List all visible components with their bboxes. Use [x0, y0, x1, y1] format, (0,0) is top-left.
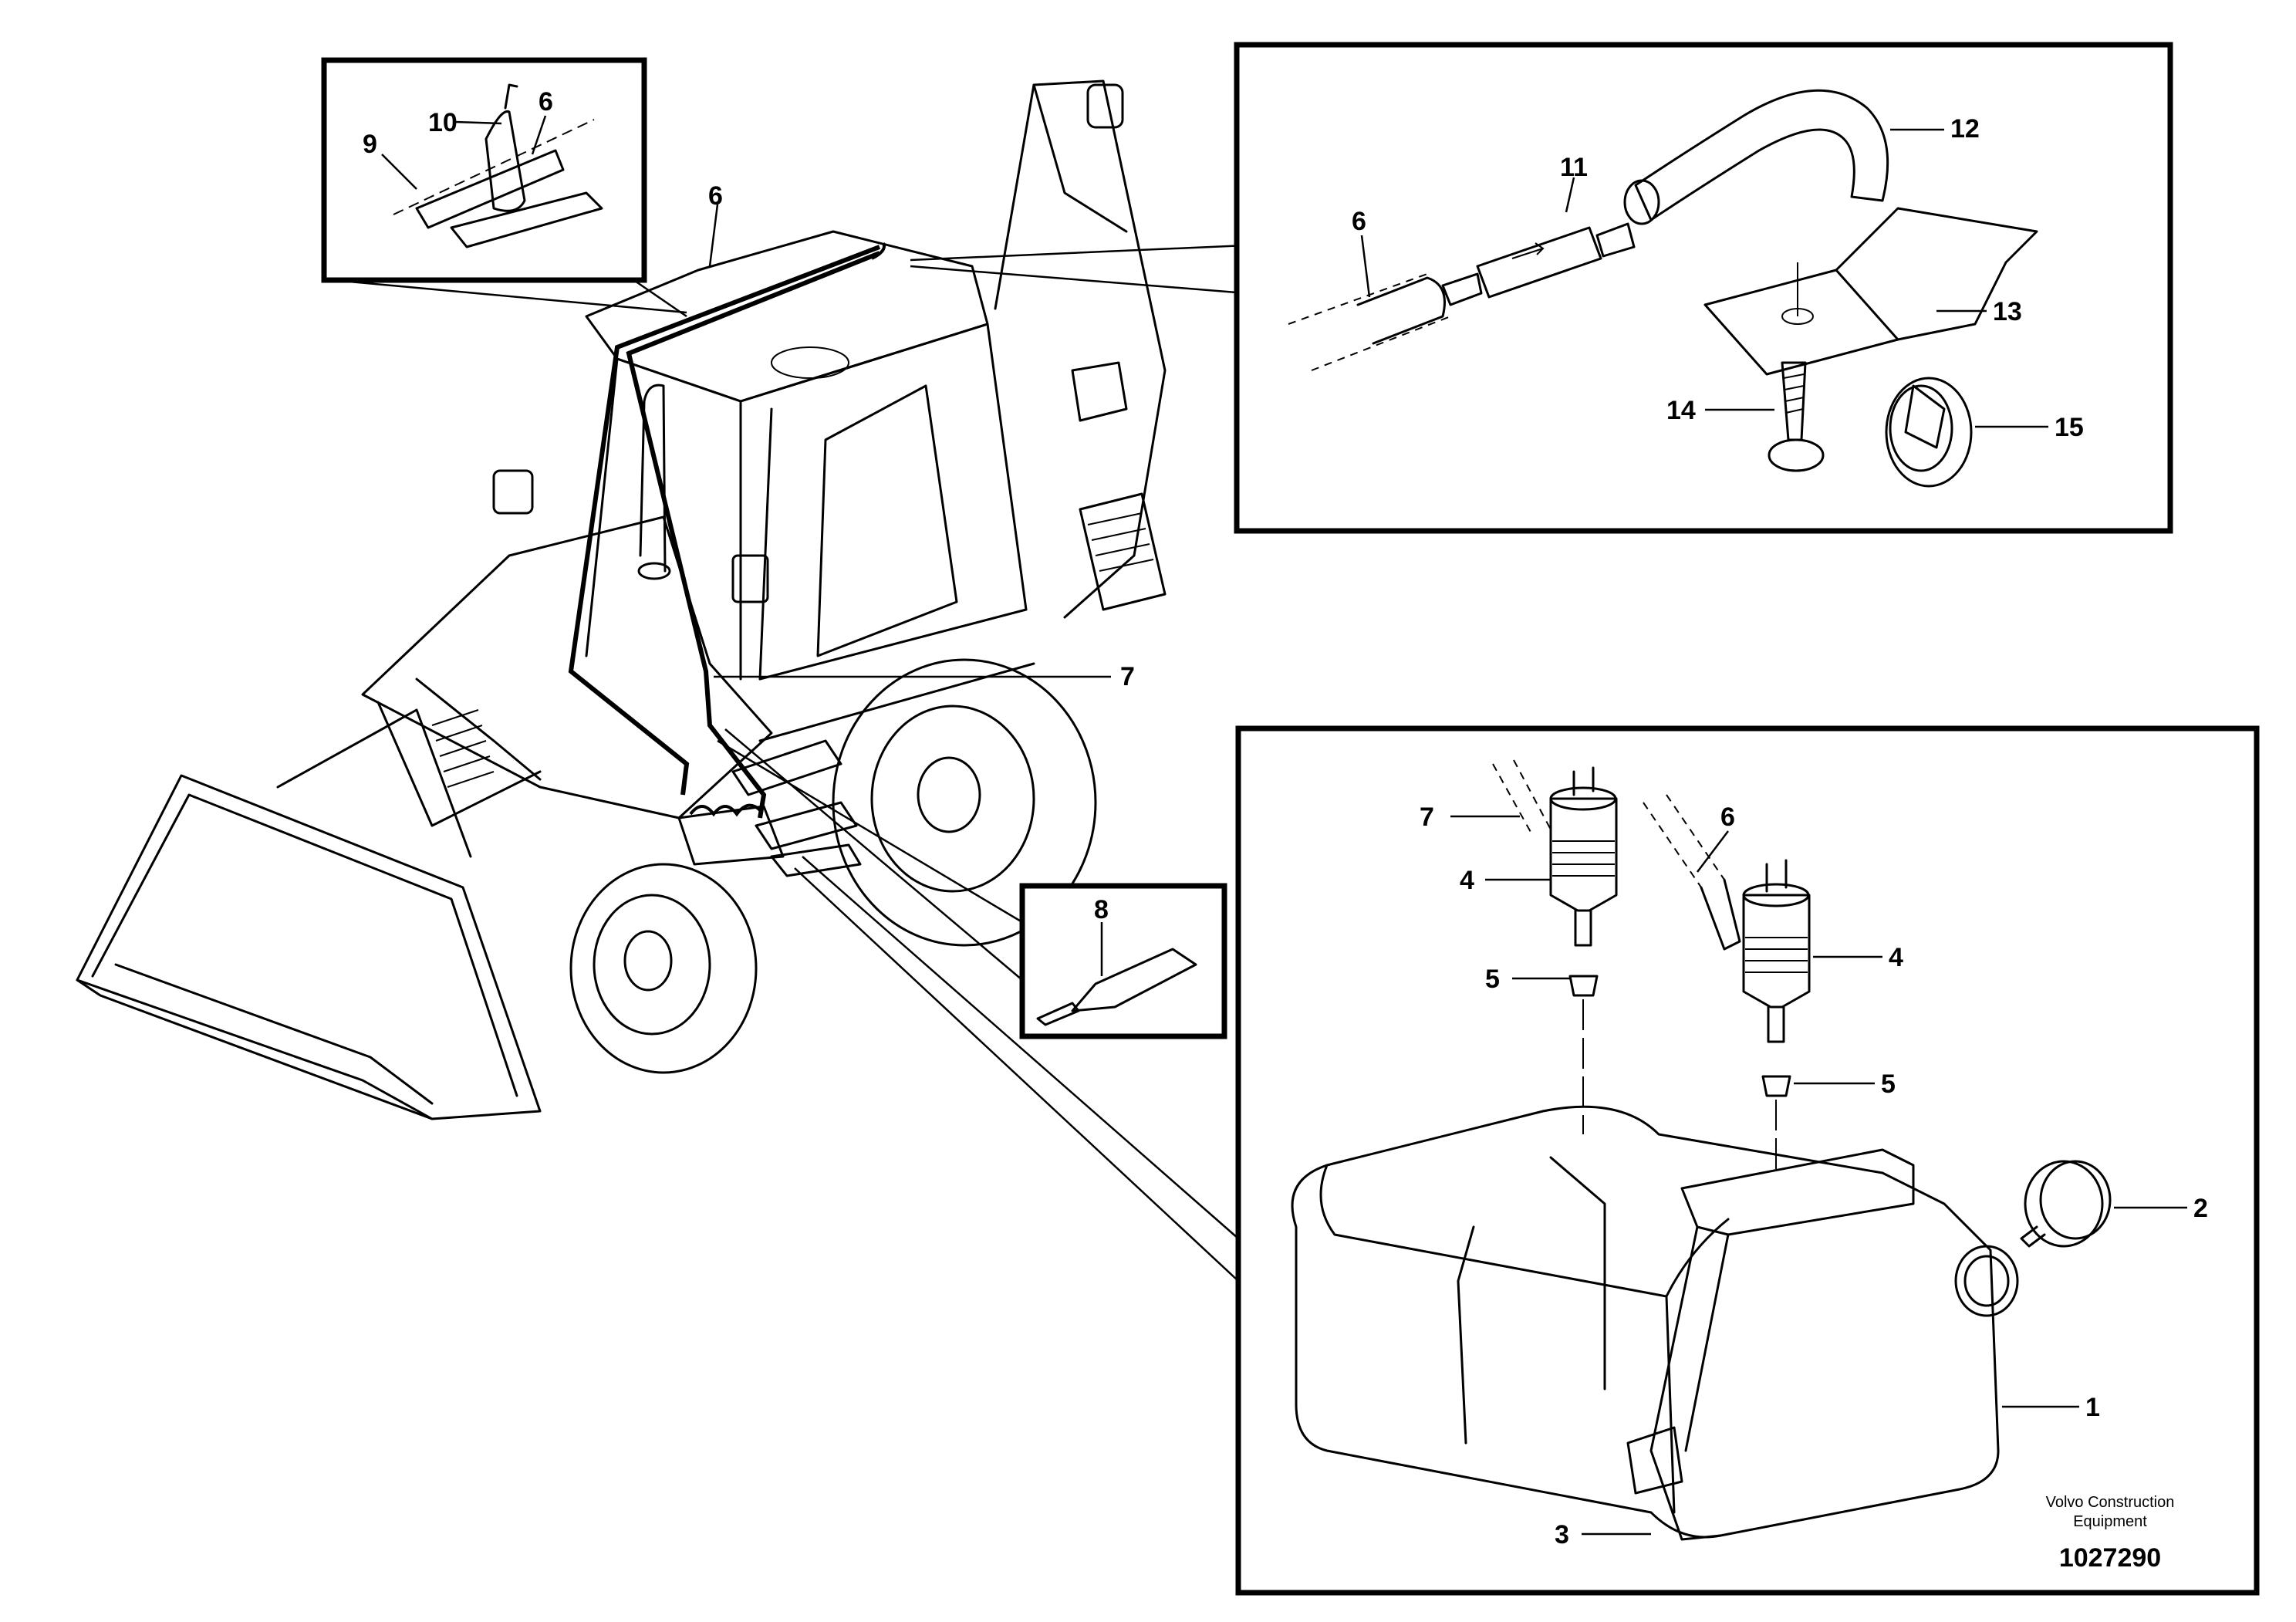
detail-pointer-lines	[323, 244, 1247, 1282]
brand-line-2: Equipment	[2073, 1513, 2147, 1530]
callout-7-main: 7	[1120, 662, 1135, 691]
drawing-number: 1027290	[2059, 1543, 2161, 1573]
cable-tie-detail-box	[321, 57, 647, 283]
backhoe-loader-illustration	[76, 79, 1167, 1120]
sealant-detail-box	[1019, 883, 1227, 1039]
callout-6-tank: 6	[1720, 803, 1735, 832]
washer-tank-detail-box	[1235, 725, 2260, 1596]
hose-connection-detail-box	[1234, 42, 2173, 534]
callout-labels: 10 6 9 6 11 12 6 13 14 15 7 8 7 6 4 4 5 …	[363, 87, 2208, 1549]
manufacturer-footer: Volvo Construction Equipment 1027290	[2046, 1494, 2175, 1573]
callout-4-right: 4	[1889, 943, 1903, 972]
callout-7-tank: 7	[1420, 803, 1434, 832]
callout-10: 10	[428, 108, 458, 137]
callout-11: 11	[1560, 153, 1588, 182]
brand-line-1: Volvo Construction	[2046, 1494, 2175, 1511]
callout-2: 2	[2193, 1194, 2208, 1223]
callout-12: 12	[1950, 114, 1980, 144]
callout-14: 14	[1666, 396, 1696, 425]
callout-1: 1	[2085, 1393, 2100, 1422]
callout-13: 13	[1993, 297, 2022, 326]
callout-9: 9	[363, 130, 377, 159]
callout-6-tie: 6	[539, 87, 553, 117]
callout-3: 3	[1555, 1520, 1569, 1549]
callout-5-left: 5	[1485, 965, 1500, 994]
callout-8: 8	[1094, 895, 1109, 924]
callout-4-left: 4	[1460, 866, 1474, 895]
callout-15: 15	[2055, 413, 2084, 442]
callout-6-cab: 6	[708, 181, 723, 211]
callout-5-right: 5	[1881, 1070, 1896, 1099]
callout-6-hose: 6	[1352, 207, 1366, 236]
